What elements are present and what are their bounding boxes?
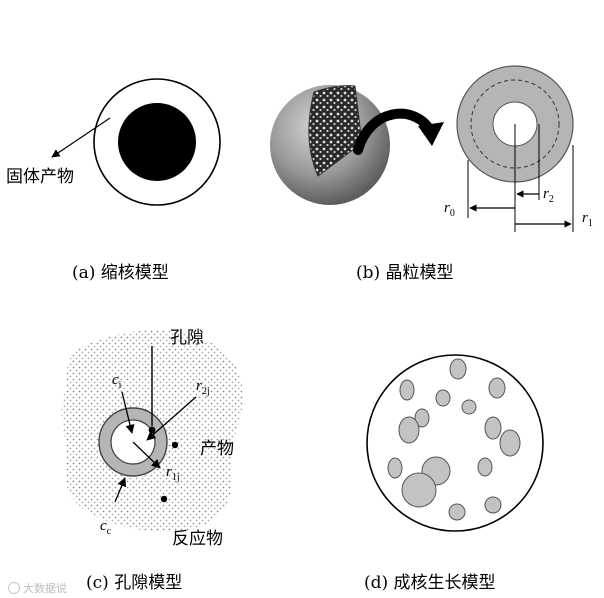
watermark: 大数据说 xyxy=(8,580,67,596)
nucleus-particle xyxy=(489,378,505,398)
product-dot xyxy=(172,442,178,448)
nucleus-particle xyxy=(500,430,520,456)
watermark-icon xyxy=(8,582,20,594)
label-reactant: 反应物 xyxy=(172,524,223,549)
symbol-r2j: r2j xyxy=(196,378,210,397)
nucleus-particle xyxy=(399,417,419,443)
nucleus-particle xyxy=(462,400,476,414)
nucleus-particle xyxy=(449,504,465,520)
label-product: 产物 xyxy=(200,434,234,459)
nucleus-particle xyxy=(478,458,492,476)
unreacted-core xyxy=(118,103,196,181)
symbol-ci: ci xyxy=(112,372,121,391)
nucleus-particle xyxy=(436,390,450,406)
nucleus-particle xyxy=(485,497,501,513)
nucleus-particle xyxy=(485,417,501,439)
label-pore: 孔隙 xyxy=(170,323,204,348)
panel-b-grain-model xyxy=(270,66,573,232)
pore-center-dot xyxy=(149,427,156,434)
reactant-dot xyxy=(161,496,167,502)
panel-a-shrinking-core xyxy=(52,79,220,205)
panel-c-pore-model xyxy=(61,330,242,532)
caption-c: (c) 孔隙模型 xyxy=(86,568,182,593)
caption-a: (a) 缩核模型 xyxy=(72,258,169,283)
panel-d-nucleation-growth xyxy=(367,355,543,531)
nucleus-particle xyxy=(402,473,436,507)
symbol-r1: r1 xyxy=(582,210,593,229)
nucleus-particle xyxy=(388,458,402,478)
symbol-r0: r0 xyxy=(444,200,455,219)
zoom-arrow-head xyxy=(418,122,444,146)
nucleus-particle xyxy=(400,380,414,400)
symbol-r1j: r1j xyxy=(166,464,180,483)
caption-b: (b) 晶粒模型 xyxy=(356,258,454,283)
label-solid-product: 固体产物 xyxy=(6,162,74,187)
caption-d: (d) 成核生长模型 xyxy=(364,568,496,593)
symbol-cc: cc xyxy=(100,518,111,537)
nucleus-particle xyxy=(450,359,466,379)
symbol-r2: r2 xyxy=(543,186,554,205)
